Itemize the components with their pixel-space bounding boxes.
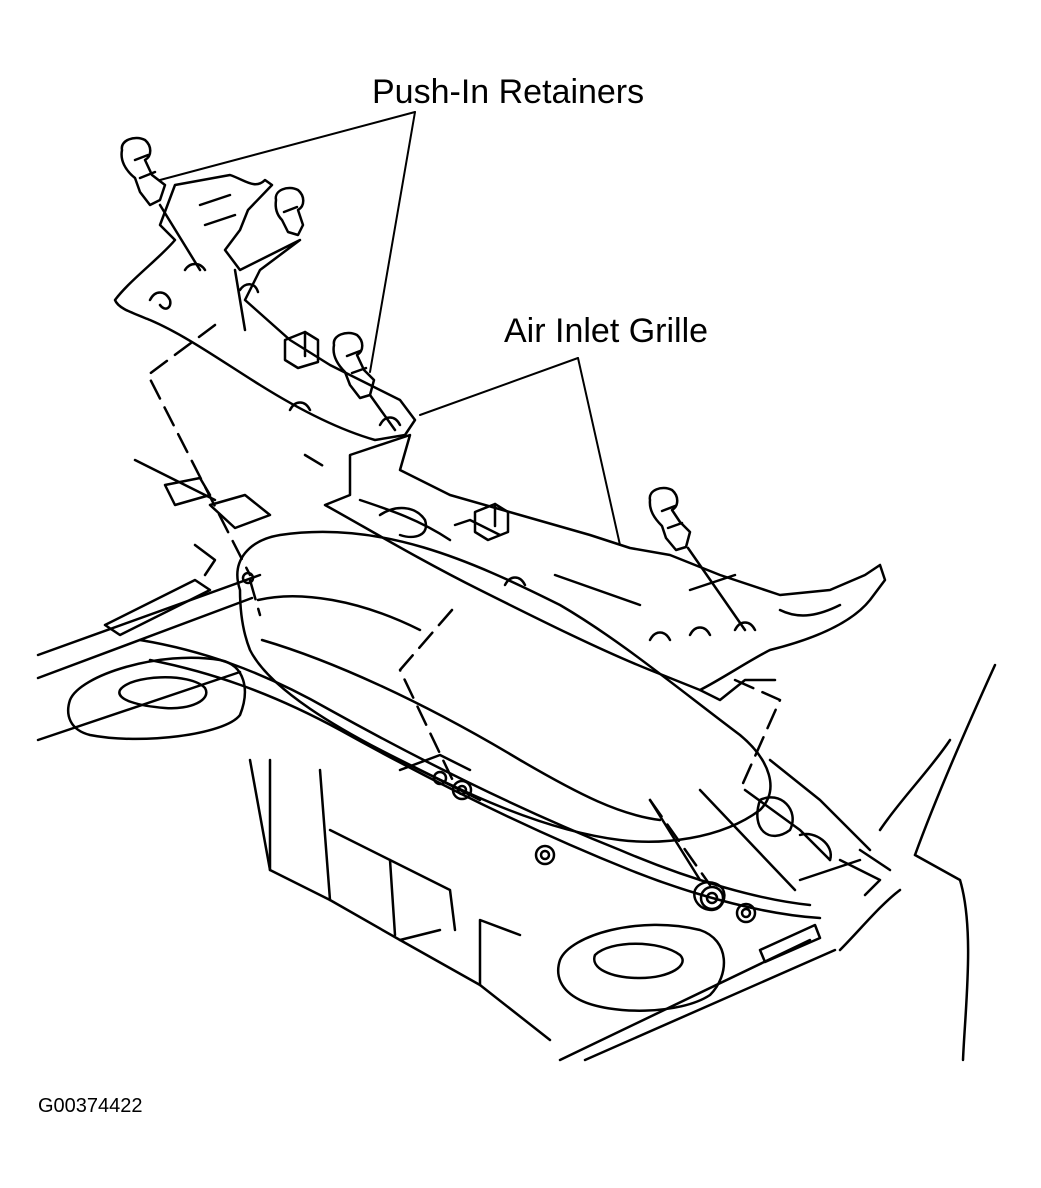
air-inlet-grille-left (113, 173, 417, 442)
bolt (534, 844, 556, 866)
right-wheelhouse (556, 923, 726, 1012)
push-in-retainer (648, 486, 692, 552)
air-inlet-grille-right (323, 433, 887, 702)
vehicle-body (36, 458, 997, 1062)
alignment-lines (146, 203, 797, 892)
leader-line-air-inlet-grille (577, 357, 621, 546)
figure-id: G00374422 (38, 1095, 143, 1117)
push-in-retainer (332, 331, 376, 400)
label-push-in-retainers: Push-In Retainers (372, 73, 644, 111)
label-air-inlet-grille: Air Inlet Grille (504, 312, 708, 350)
left-wheelhouse (66, 656, 247, 741)
cowl-panel (236, 530, 772, 843)
leader-line-push-in-retainers (159, 111, 416, 181)
leader-line-push-in-retainers (369, 111, 416, 373)
bolt (451, 779, 473, 801)
callout-leaders (159, 111, 621, 546)
leader-line-air-inlet-grille (419, 357, 579, 416)
bolt (735, 902, 757, 924)
push-in-retainer (120, 136, 167, 207)
push-in-retainer (274, 186, 305, 237)
